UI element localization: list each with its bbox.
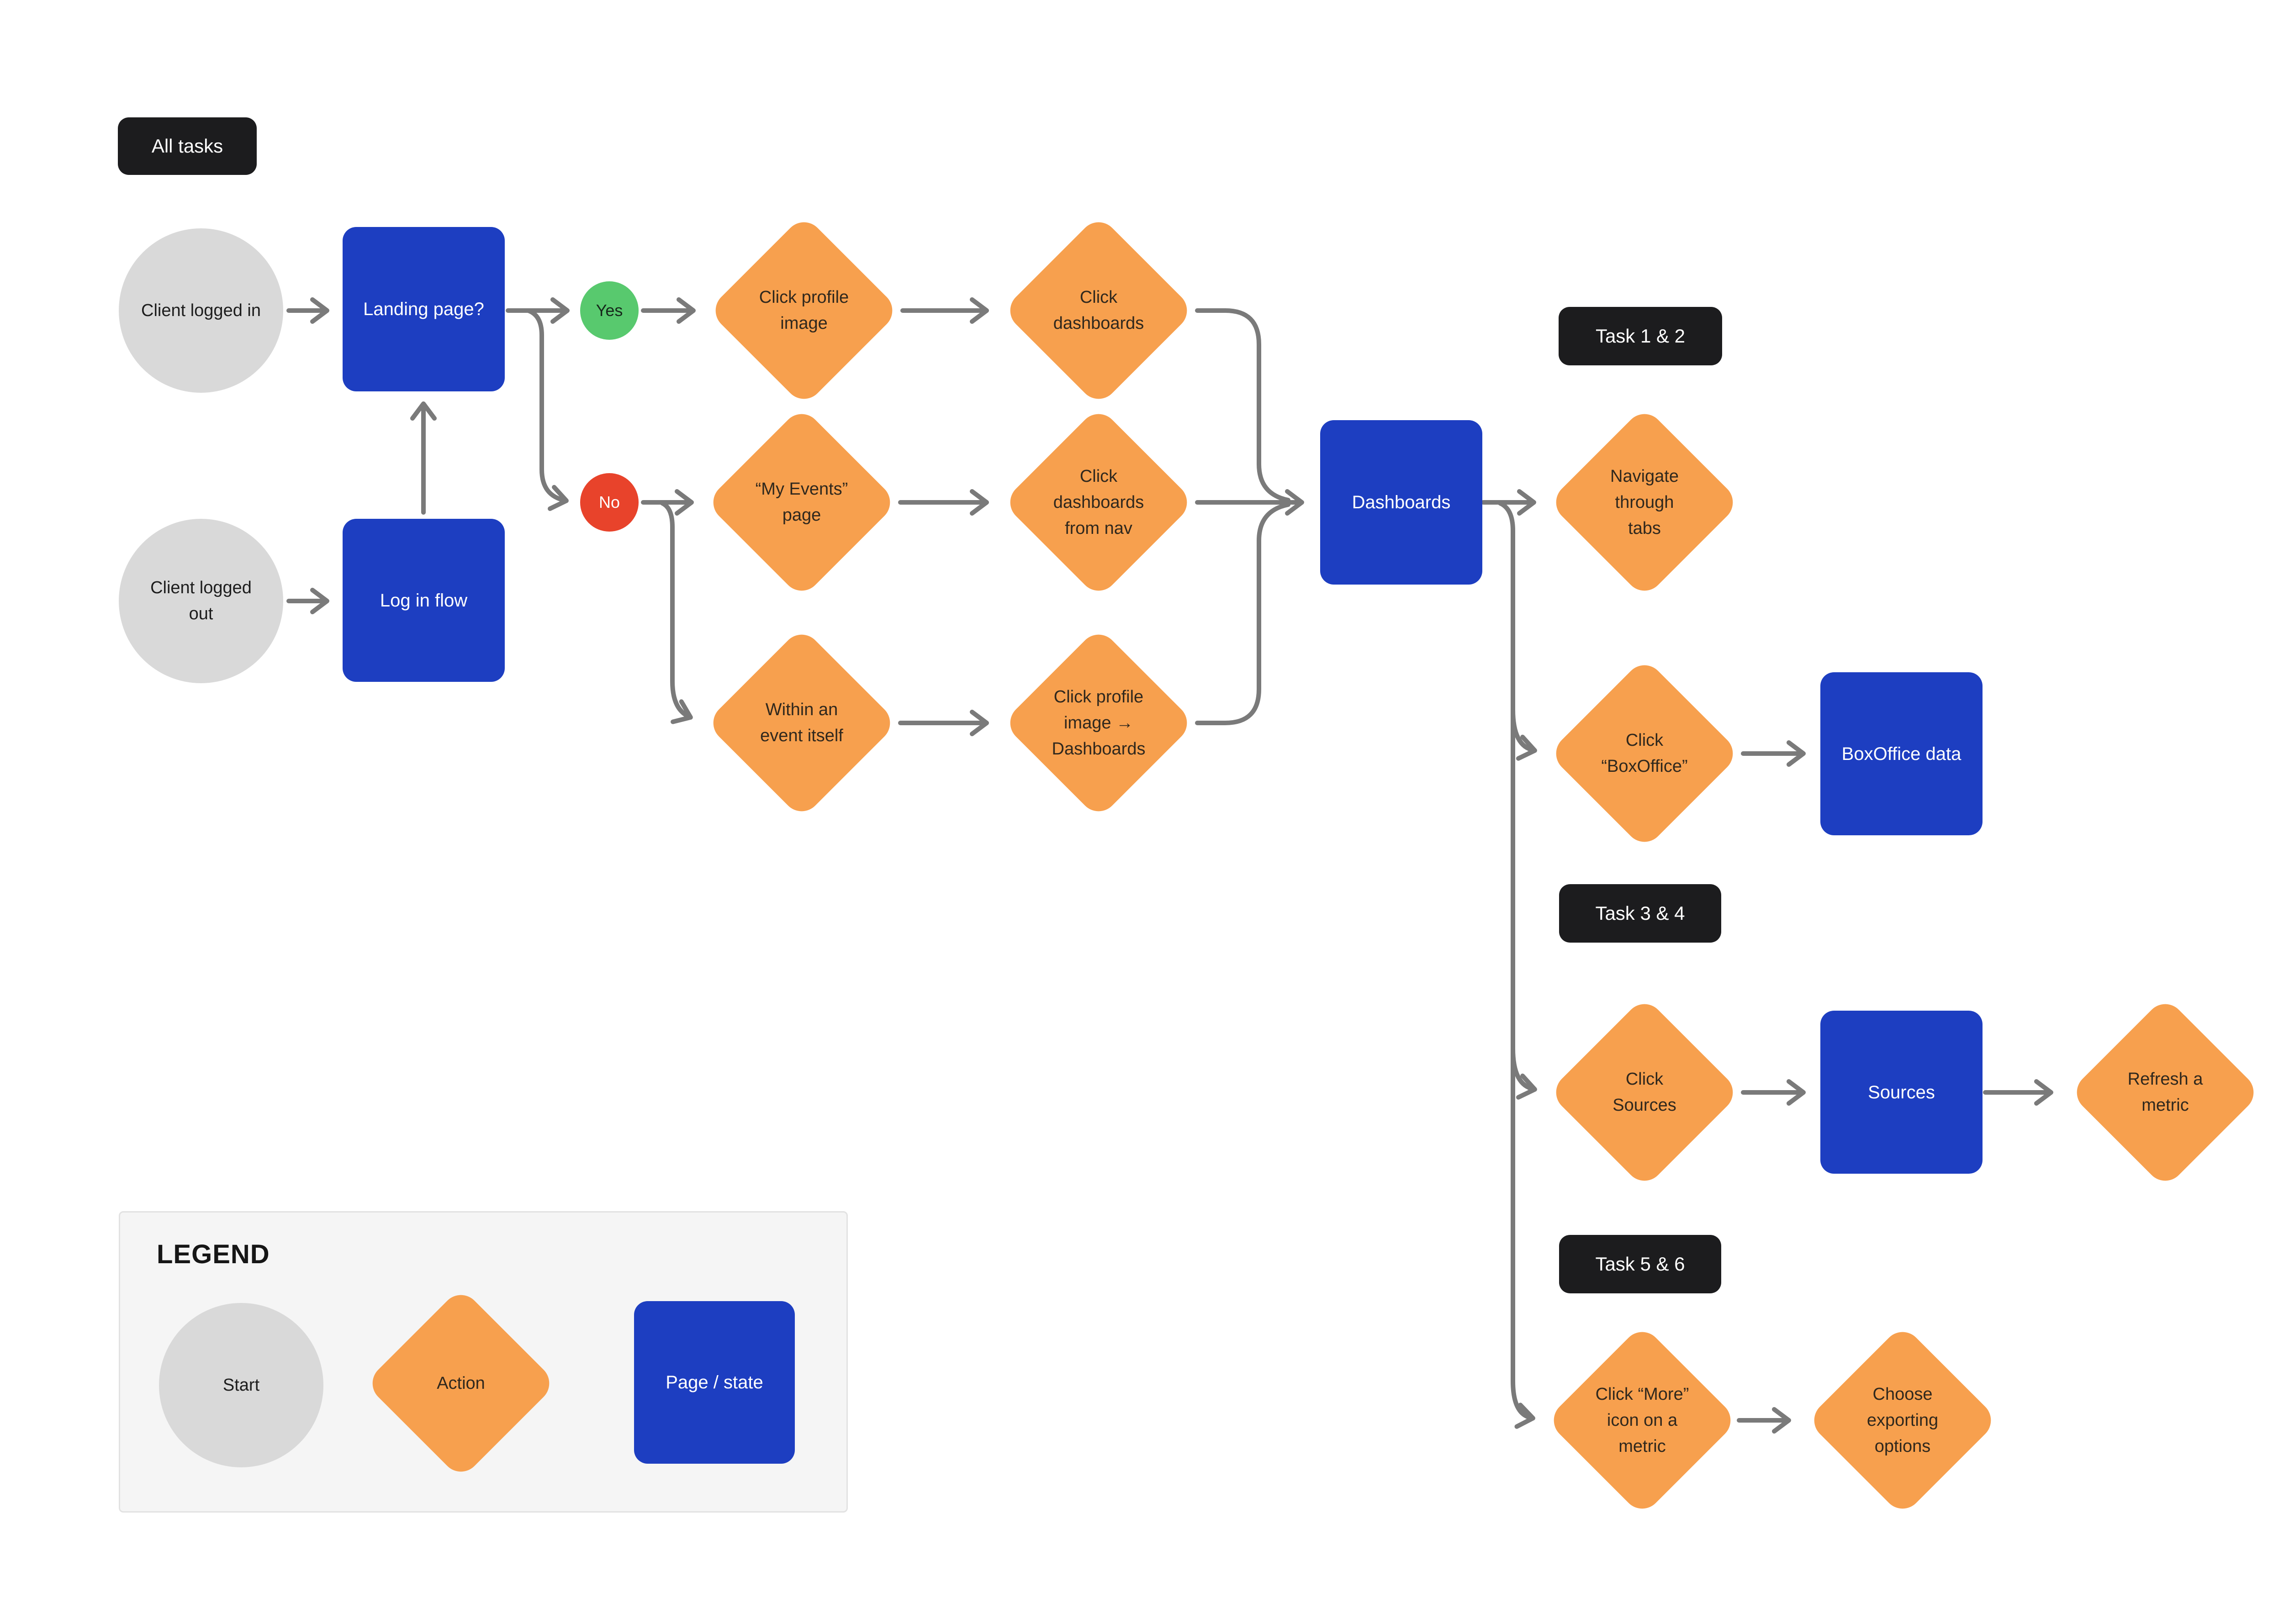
- legend-title: LEGEND: [157, 1239, 270, 1269]
- decision-yes-text: Yes: [596, 301, 623, 320]
- page-sources-text: Sources: [1868, 1082, 1935, 1102]
- legend-action-sample: Action: [364, 1287, 558, 1480]
- page-log-in-flow[interactable]: Log in flow: [343, 519, 505, 682]
- action-click-more-icon[interactable]: Click “More” icon on a metric: [1545, 1323, 1739, 1517]
- decision-yes[interactable]: Yes: [580, 281, 639, 340]
- decision-no[interactable]: No: [580, 473, 639, 532]
- action-choose-exporting-options[interactable]: Choose exporting options: [1806, 1323, 1999, 1517]
- action-my-events-page-text: “My Events” page: [755, 480, 848, 525]
- page-dashboards-text: Dashboards: [1352, 492, 1451, 512]
- decision-no-text: No: [598, 493, 620, 511]
- task-1-2-text: Task 1 & 2: [1595, 325, 1686, 347]
- task-3-4-text: Task 3 & 4: [1595, 902, 1685, 924]
- start-client-logged-out[interactable]: Client logged out: [119, 519, 283, 683]
- action-choose-exporting-options-text: Choose exporting options: [1866, 1384, 1939, 1456]
- action-click-profile-image[interactable]: Click profile image: [707, 214, 901, 407]
- action-click-boxoffice-text: Click “BoxOffice”: [1601, 731, 1688, 776]
- action-click-dashboards-text: Click dashboards: [1053, 288, 1144, 333]
- action-click-profile-image-dashboards[interactable]: Click profile image → Dashboards: [1002, 626, 1195, 820]
- action-click-dashboards-from-nav-text: Click dashboards from nav: [1053, 466, 1144, 538]
- action-click-more-icon-text: Click “More” icon on a metric: [1595, 1384, 1689, 1456]
- action-within-event-itself-text: Within an event itself: [760, 700, 843, 745]
- action-click-dashboards[interactable]: Click dashboards: [1002, 214, 1195, 407]
- action-click-boxoffice[interactable]: Click “BoxOffice”: [1548, 657, 1741, 850]
- action-navigate-through-tabs[interactable]: Navigate through tabs: [1548, 406, 1741, 599]
- action-click-profile-image-dashboards-text: Click profile image → Dashboards: [1052, 687, 1146, 759]
- action-click-sources[interactable]: Click Sources: [1548, 996, 1741, 1189]
- all-tasks-text: All tasks: [151, 135, 223, 157]
- action-click-profile-image-text: Click profile image: [759, 288, 849, 333]
- page-landing-page-text: Landing page?: [363, 299, 484, 319]
- start-client-logged-out-text: Client logged out: [150, 578, 252, 623]
- task-1-2-label[interactable]: Task 1 & 2: [1559, 307, 1722, 365]
- legend-panel: LEGEND Start Action Page / state: [119, 1211, 848, 1513]
- legend-start-text: Start: [222, 1375, 260, 1395]
- page-boxoffice-data[interactable]: BoxOffice data: [1820, 672, 1983, 835]
- task-5-6-label[interactable]: Task 5 & 6: [1559, 1235, 1721, 1293]
- legend-page-state-sample: Page / state: [634, 1301, 795, 1464]
- legend-start-sample: Start: [159, 1303, 323, 1467]
- start-client-logged-in-text: Client logged in: [141, 301, 261, 320]
- action-refresh-a-metric[interactable]: Refresh a metric: [2068, 996, 2262, 1189]
- page-sources[interactable]: Sources: [1820, 1011, 1983, 1174]
- action-within-event-itself[interactable]: Within an event itself: [705, 626, 899, 820]
- action-navigate-through-tabs-text: Navigate through tabs: [1610, 466, 1679, 538]
- action-my-events-page[interactable]: “My Events” page: [705, 406, 899, 599]
- page-dashboards[interactable]: Dashboards: [1320, 420, 1482, 585]
- page-boxoffice-data-text: BoxOffice data: [1841, 743, 1961, 764]
- page-log-in-flow-text: Log in flow: [380, 590, 468, 611]
- action-refresh-a-metric-text: Refresh a metric: [2127, 1070, 2203, 1115]
- page-landing-page[interactable]: Landing page?: [343, 227, 505, 391]
- start-client-logged-in[interactable]: Client logged in: [119, 228, 283, 393]
- action-click-dashboards-from-nav[interactable]: Click dashboards from nav: [1002, 406, 1195, 599]
- task-3-4-label[interactable]: Task 3 & 4: [1559, 884, 1721, 943]
- task-5-6-text: Task 5 & 6: [1595, 1253, 1685, 1275]
- all-tasks-label[interactable]: All tasks: [118, 117, 257, 175]
- legend-page-state-text: Page / state: [666, 1372, 763, 1392]
- action-click-sources-text: Click Sources: [1613, 1070, 1676, 1115]
- legend-action-text: Action: [437, 1373, 485, 1393]
